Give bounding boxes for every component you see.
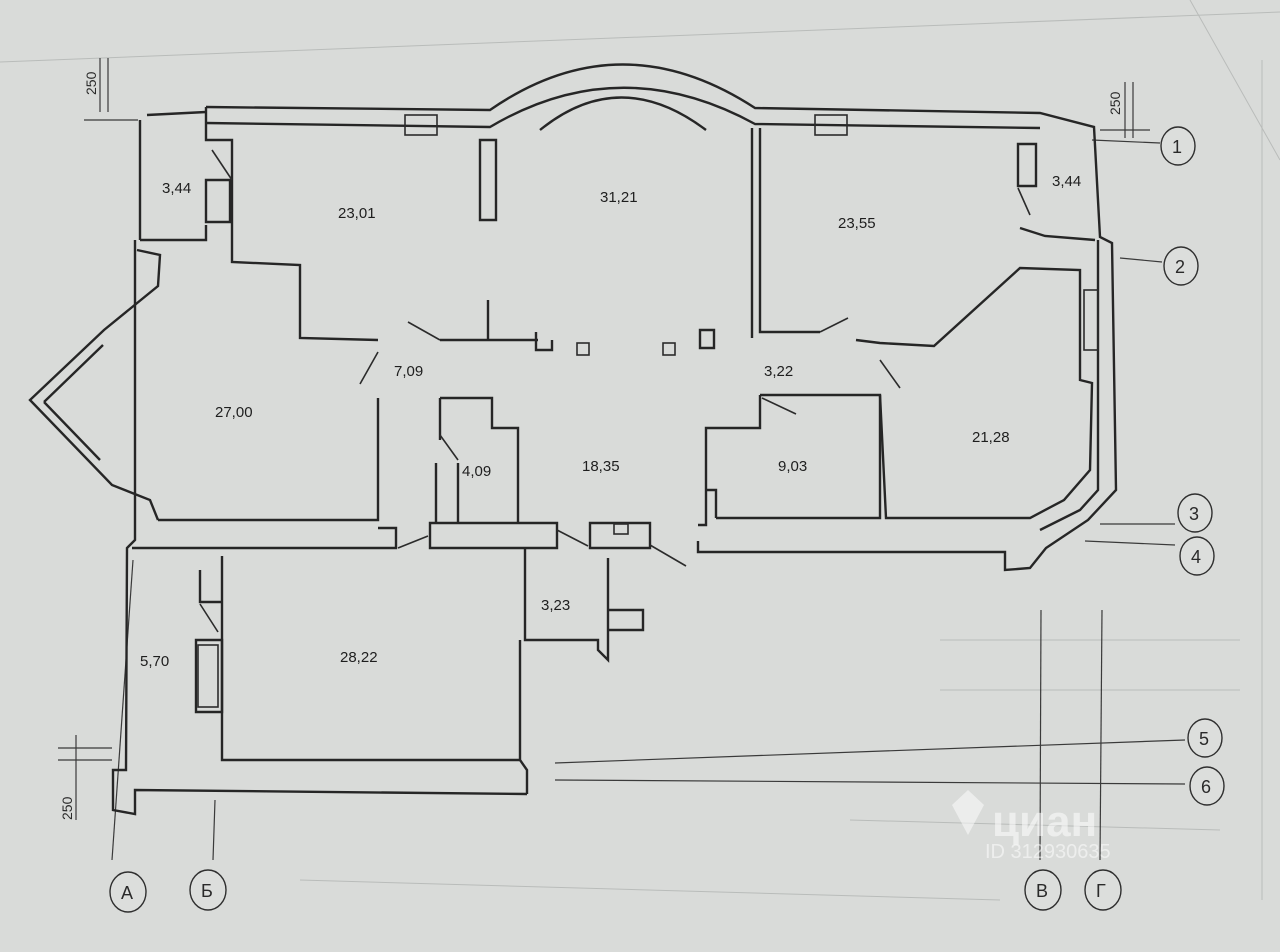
- axis-label-3: 3: [1189, 504, 1199, 524]
- axis-label-v: В: [1036, 881, 1048, 901]
- room-label-r15: 28,22: [340, 649, 378, 666]
- room-label-r12: 9,03: [778, 458, 807, 475]
- room-label-r3: 31,21: [600, 189, 638, 206]
- grid-axes: [111, 139, 1186, 861]
- room-label-r14: 5,70: [140, 653, 169, 670]
- room-label-r4: 23,55: [838, 215, 876, 232]
- room-label-r1: 3,44: [162, 180, 191, 197]
- axis-markers-numeric: 1 2 3 4 5 6: [1160, 126, 1225, 806]
- dimension-label-top-right: 250: [1107, 91, 1123, 115]
- axis-label-4: 4: [1191, 547, 1201, 567]
- dimension-label-top-left: 250: [83, 71, 99, 95]
- background-sketch-lines: [0, 0, 1280, 901]
- room-label-r13: 3,23: [541, 597, 570, 614]
- axis-label-g: Г: [1096, 881, 1106, 901]
- room-labels: 3,44 23,01 31,21 23,55 3,44 27,00 7,09 3…: [140, 173, 1081, 670]
- watermark: циан ID 312930635: [952, 790, 1111, 863]
- watermark-brand: циан: [992, 797, 1097, 846]
- windows: [197, 114, 1099, 708]
- axis-label-6: 6: [1201, 777, 1211, 797]
- room-label-r11: 18,35: [582, 458, 620, 475]
- dimensions: 250 250 250: [58, 58, 1150, 820]
- interior-walls: [132, 107, 1096, 794]
- axis-label-5: 5: [1199, 729, 1209, 749]
- room-label-r2: 23,01: [338, 205, 376, 222]
- axis-markers-letter: А Б В Г: [109, 869, 1122, 913]
- room-label-r7: 7,09: [394, 363, 423, 380]
- doors: [199, 149, 1031, 633]
- room-label-r6: 27,00: [215, 404, 253, 421]
- axis-label-b: Б: [201, 881, 213, 901]
- watermark-id: ID 312930635: [985, 841, 1111, 863]
- axis-label-2: 2: [1175, 257, 1185, 277]
- room-label-r5: 3,44: [1052, 173, 1081, 190]
- room-label-r9: 21,28: [972, 429, 1010, 446]
- watermark-logo-icon: [952, 790, 984, 835]
- exterior-walls: [28, 63, 1118, 816]
- axis-label-a: А: [121, 883, 133, 903]
- room-label-r10: 4,09: [462, 463, 491, 480]
- dimension-label-bottom-left: 250: [59, 796, 75, 820]
- axis-label-1: 1: [1172, 137, 1182, 157]
- room-label-r8: 3,22: [764, 363, 793, 380]
